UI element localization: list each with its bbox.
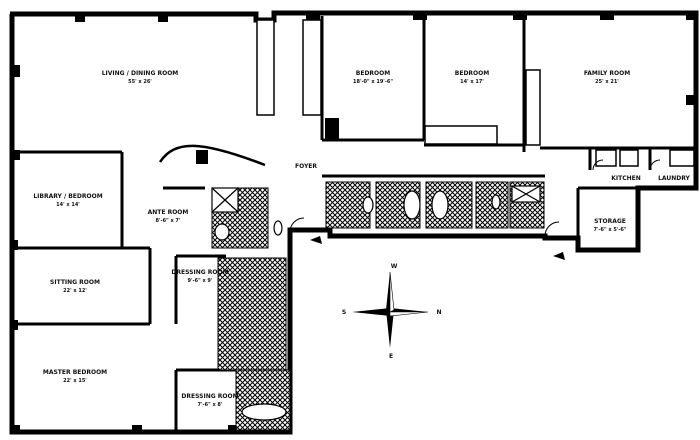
room-sitting-room: SITTING ROOM xyxy=(50,279,100,286)
room-dressing-room-1: DRESSING ROOM xyxy=(171,269,228,276)
structural-columns xyxy=(10,12,696,433)
bathrooms xyxy=(211,181,545,431)
compass-rose: W E S N xyxy=(342,263,442,360)
room-labels: LIVING / DINING ROOM 55' x 26' BEDROOM 1… xyxy=(33,70,690,408)
room-family-room: FAMILY ROOM xyxy=(584,70,630,77)
room-library-bedroom: LIBRARY / BEDROOM xyxy=(33,193,102,200)
compass-north: N xyxy=(436,309,441,316)
room-storage-dims: 7'-6" x 5'-6" xyxy=(593,227,626,233)
interior-walls xyxy=(12,16,696,432)
compass-west: W xyxy=(391,263,398,270)
room-ante-room-dims: 8'-6" x 7' xyxy=(156,218,181,224)
entry-arrows xyxy=(310,236,565,260)
compass-east: E xyxy=(389,353,393,360)
room-storage: STORAGE xyxy=(594,218,626,225)
curved-counter xyxy=(158,144,266,167)
room-master-bedroom: MASTER BEDROOM xyxy=(43,369,107,376)
room-dressing-room-2: DRESSING ROOM xyxy=(181,393,238,400)
room-bedroom-1: BEDROOM xyxy=(356,70,390,77)
room-living-dining-dims: 55' x 26' xyxy=(128,79,152,85)
room-kitchen: KITCHEN xyxy=(611,175,641,182)
door-swings xyxy=(289,159,661,237)
closet-units xyxy=(256,19,695,167)
room-foyer: FOYER xyxy=(295,163,317,170)
room-sitting-room-dims: 22' x 12' xyxy=(63,288,87,294)
room-living-dining: LIVING / DINING ROOM xyxy=(102,70,179,77)
bath-fixtures xyxy=(211,185,541,421)
room-bedroom-1-dims: 18'-0" x 19'-6" xyxy=(353,79,393,85)
room-laundry: LAUNDRY xyxy=(658,175,690,182)
room-family-room-dims: 25' x 21' xyxy=(595,79,619,85)
room-ante-room: ANTE ROOM xyxy=(148,209,189,216)
compass-south: S xyxy=(342,309,346,316)
room-bedroom-2-dims: 14' x 17' xyxy=(460,79,484,85)
room-master-bedroom-dims: 22' x 15' xyxy=(63,378,87,384)
room-library-bedroom-dims: 14' x 14' xyxy=(56,202,80,208)
room-dressing-room-1-dims: 9'-6" x 9' xyxy=(188,278,213,284)
room-dressing-room-2-dims: 7'-6" x 8' xyxy=(198,402,223,408)
room-bedroom-2: BEDROOM xyxy=(455,70,489,77)
